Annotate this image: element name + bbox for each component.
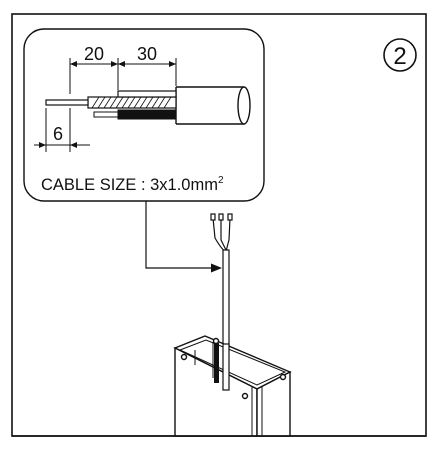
cable-strip-detail: [45, 86, 251, 125]
bare-wire: [45, 99, 89, 106]
step-number: 2: [393, 43, 406, 70]
conductor-lower: [117, 109, 177, 120]
bollard-post: [173, 335, 292, 437]
leader-arrow: [145, 201, 222, 273]
step-circle: [383, 38, 417, 72]
cable-end: [237, 86, 251, 125]
dim-label-20: 20: [84, 44, 104, 64]
cable-inside-post: [214, 343, 230, 391]
dim-label-6: 6: [53, 124, 63, 144]
conductor-upper: [117, 90, 177, 98]
step-badge: 2: [383, 38, 417, 72]
screw-4: [212, 337, 220, 345]
dim-label-30: 30: [137, 44, 157, 64]
screw-2: [241, 392, 249, 400]
wire-ends: [210, 213, 233, 253]
cable-size-label: CABLE SIZE : 3x1.0mm2: [41, 175, 224, 194]
dimension-lines: [34, 58, 177, 152]
screw-3: [279, 373, 287, 381]
cable-sheath: [176, 86, 244, 125]
screw-1: [180, 353, 188, 361]
